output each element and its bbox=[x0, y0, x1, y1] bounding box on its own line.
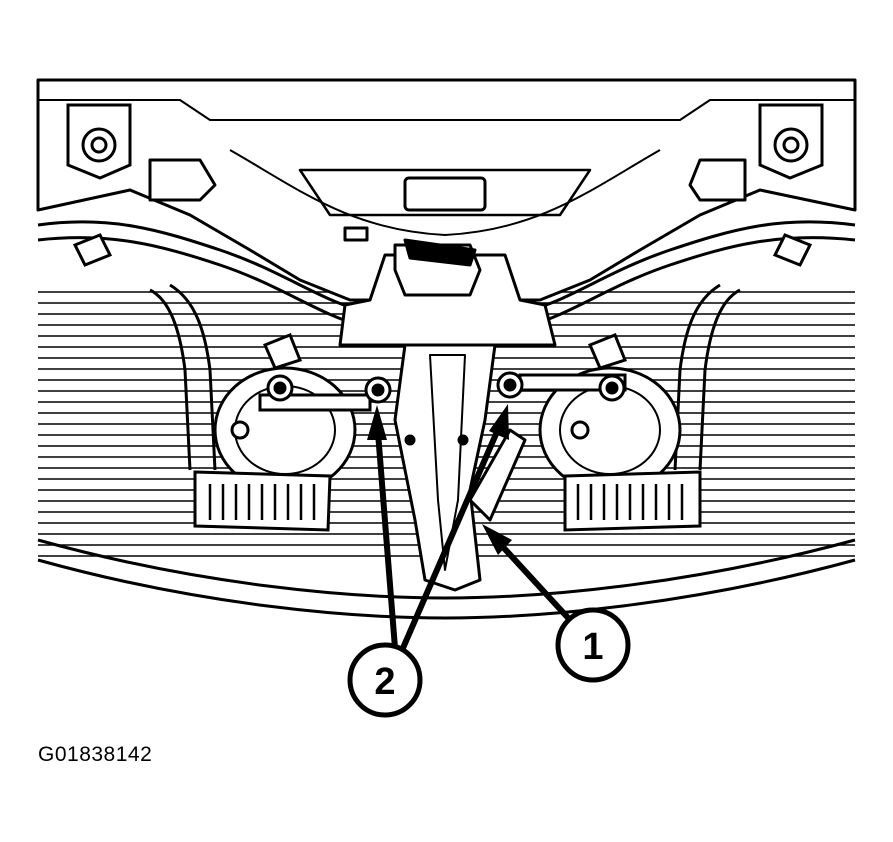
right-side-bracket bbox=[673, 283, 741, 471]
callout-2: 2 bbox=[347, 642, 423, 718]
right-horn bbox=[518, 333, 682, 494]
left-side-bracket bbox=[149, 283, 217, 471]
callout-1-label: 1 bbox=[582, 626, 603, 668]
right-vent-slats bbox=[576, 484, 684, 520]
left-upper-mount bbox=[66, 103, 132, 180]
callout-2-label: 2 bbox=[374, 661, 395, 703]
callout-arrows bbox=[367, 404, 573, 651]
horn-bolts bbox=[364, 371, 524, 404]
figure-code: G01838142 bbox=[38, 743, 153, 766]
callout-1: 1 bbox=[555, 607, 631, 683]
right-upper-mount bbox=[758, 103, 824, 180]
left-horn bbox=[213, 333, 372, 494]
right-vent bbox=[563, 470, 702, 532]
radiator-support bbox=[36, 78, 857, 302]
bumper-lip bbox=[37, 538, 856, 620]
left-vent-slats bbox=[208, 484, 316, 520]
center-brace bbox=[393, 343, 527, 592]
hood-latch-module bbox=[338, 226, 557, 347]
